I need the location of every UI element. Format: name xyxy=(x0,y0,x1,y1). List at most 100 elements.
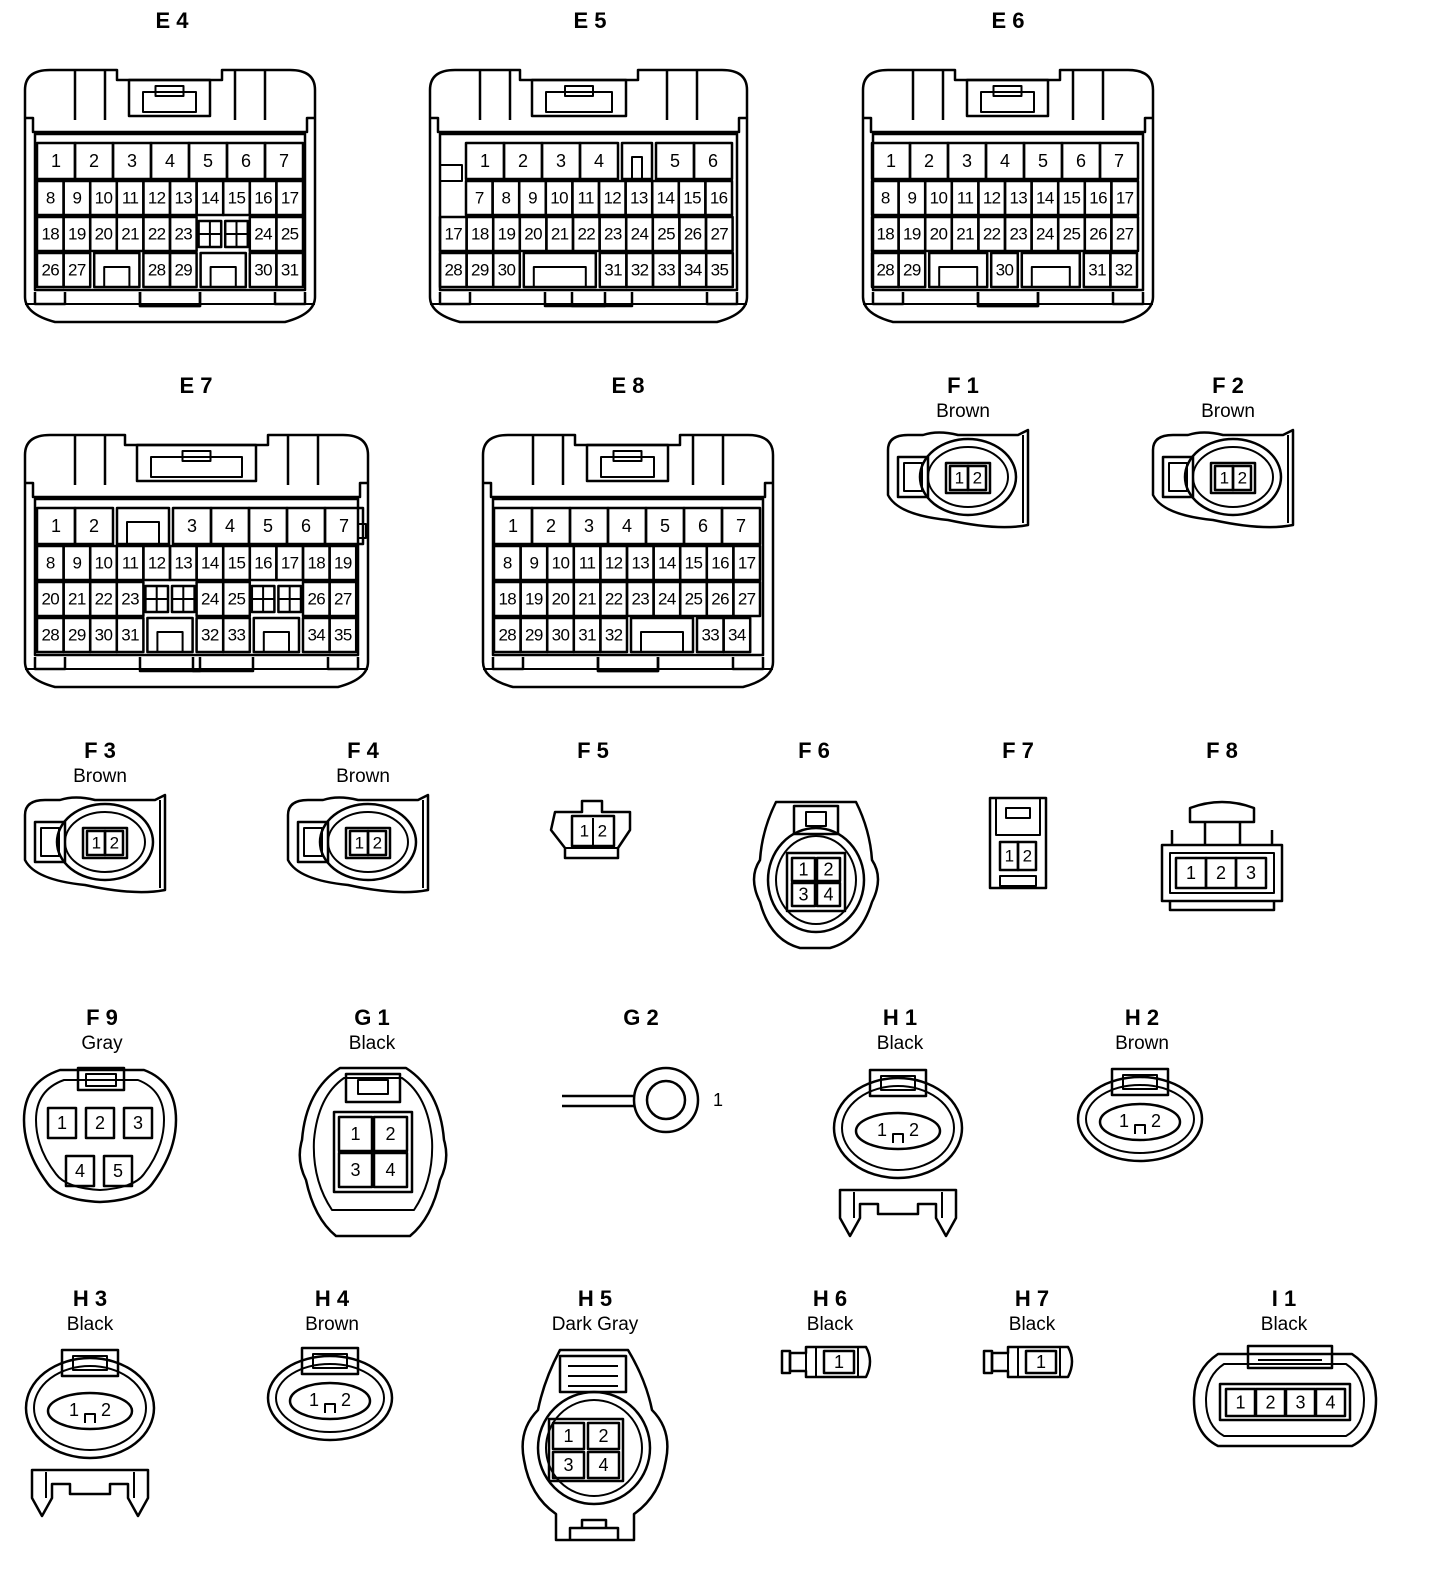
pin-number: 20 xyxy=(41,589,59,608)
connector-id: H 1 xyxy=(883,1005,917,1030)
pin-number: 24 xyxy=(658,589,676,608)
pin-number: 2 xyxy=(1023,846,1032,865)
pin-number: 16 xyxy=(1089,188,1107,207)
pin-number: 29 xyxy=(903,260,921,279)
pin-number: 6 xyxy=(698,516,708,536)
pin-number: 35 xyxy=(334,625,352,644)
wire-color: Brown xyxy=(305,1314,359,1335)
pin-number: 1 xyxy=(563,1426,573,1446)
pin-number: 7 xyxy=(339,516,349,536)
wire-color: Black xyxy=(349,1033,396,1054)
pin-number: 2 xyxy=(598,1426,608,1446)
label-g2: G 2 xyxy=(623,1005,658,1030)
label-e4: E 4 xyxy=(155,8,189,33)
pin-number: 6 xyxy=(708,151,718,171)
connector-id: H 5 xyxy=(578,1286,612,1311)
pin-number: 14 xyxy=(657,188,675,207)
connector-id: F 6 xyxy=(798,738,830,763)
pin-number: 19 xyxy=(68,224,86,243)
pin-number: 15 xyxy=(685,553,703,572)
pin-number: 27 xyxy=(68,260,86,279)
connector-id: E 5 xyxy=(573,8,606,33)
pin-number: 1 xyxy=(1186,863,1196,883)
pin-number: 12 xyxy=(148,188,166,207)
pin-number: 31 xyxy=(1088,260,1106,279)
pin-number: 19 xyxy=(903,224,921,243)
pin-number: 1 xyxy=(309,1390,319,1410)
pin-number: 25 xyxy=(228,589,246,608)
pin-number: 30 xyxy=(254,260,272,279)
pin-number: 5 xyxy=(660,516,670,536)
pin-number: 13 xyxy=(1009,188,1027,207)
pin-number: 24 xyxy=(254,224,272,243)
pin-number: 34 xyxy=(307,625,325,644)
pin-number: 2 xyxy=(1265,1392,1275,1412)
pin-number: 11 xyxy=(122,188,139,207)
pin-number: 4 xyxy=(823,884,833,904)
wire-color: Brown xyxy=(936,401,990,422)
pin-number: 32 xyxy=(1115,260,1133,279)
pin-number: 21 xyxy=(956,224,974,243)
pin-number: 20 xyxy=(524,224,542,243)
connector-id: H 6 xyxy=(813,1286,847,1311)
label-f6: F 6 xyxy=(798,738,830,763)
pin-number: 26 xyxy=(41,260,59,279)
pin-number: 22 xyxy=(148,224,166,243)
pin-number: 1 xyxy=(1036,1352,1046,1372)
pin-number: 33 xyxy=(701,625,719,644)
pin-number: 21 xyxy=(68,589,86,608)
pin-number: 2 xyxy=(1216,863,1226,883)
pin-number: 4 xyxy=(1000,151,1010,171)
pin-number: 1 xyxy=(480,151,490,171)
pin-number: 33 xyxy=(228,625,246,644)
pin-number: 3 xyxy=(133,1113,143,1133)
pin-number: 1 xyxy=(69,1400,79,1420)
pin-number: 17 xyxy=(444,224,462,243)
pin-number: 17 xyxy=(281,553,299,572)
pin-number: 3 xyxy=(350,1160,360,1180)
pin-number: 15 xyxy=(683,188,701,207)
pin-number: 28 xyxy=(876,260,894,279)
pin-number: 1 xyxy=(886,151,896,171)
connector-id: E 8 xyxy=(611,373,644,398)
pin-number: 1 xyxy=(51,516,61,536)
pin-number: 28 xyxy=(444,260,462,279)
pin-number: 33 xyxy=(657,260,675,279)
pin-number: 23 xyxy=(604,224,622,243)
pin-number: 16 xyxy=(711,553,729,572)
pin-number: 15 xyxy=(228,188,246,207)
label-e7: E 7 xyxy=(179,373,212,398)
connector-h7: 1 xyxy=(982,1345,1074,1379)
pin-number: 7 xyxy=(736,516,746,536)
wire-color: Black xyxy=(807,1314,854,1335)
pin-number: 29 xyxy=(174,260,192,279)
pin-number: 15 xyxy=(1063,188,1081,207)
connector-id: H 2 xyxy=(1125,1005,1159,1030)
pin-number: 22 xyxy=(605,589,623,608)
pin-number: 18 xyxy=(876,224,894,243)
pin-number: 1 xyxy=(355,833,364,852)
pin-number: 31 xyxy=(604,260,622,279)
pin-number: 2 xyxy=(110,833,119,852)
pin-number: 10 xyxy=(95,188,113,207)
wire-color: Brown xyxy=(1115,1033,1169,1054)
pin-number: 29 xyxy=(471,260,489,279)
pin-number: 2 xyxy=(101,1400,111,1420)
pin-number: 26 xyxy=(711,589,729,608)
pin-number: 13 xyxy=(174,553,192,572)
pin-number: 17 xyxy=(1116,188,1134,207)
pin-number: 2 xyxy=(95,1113,105,1133)
pin-number: 5 xyxy=(1038,151,1048,171)
